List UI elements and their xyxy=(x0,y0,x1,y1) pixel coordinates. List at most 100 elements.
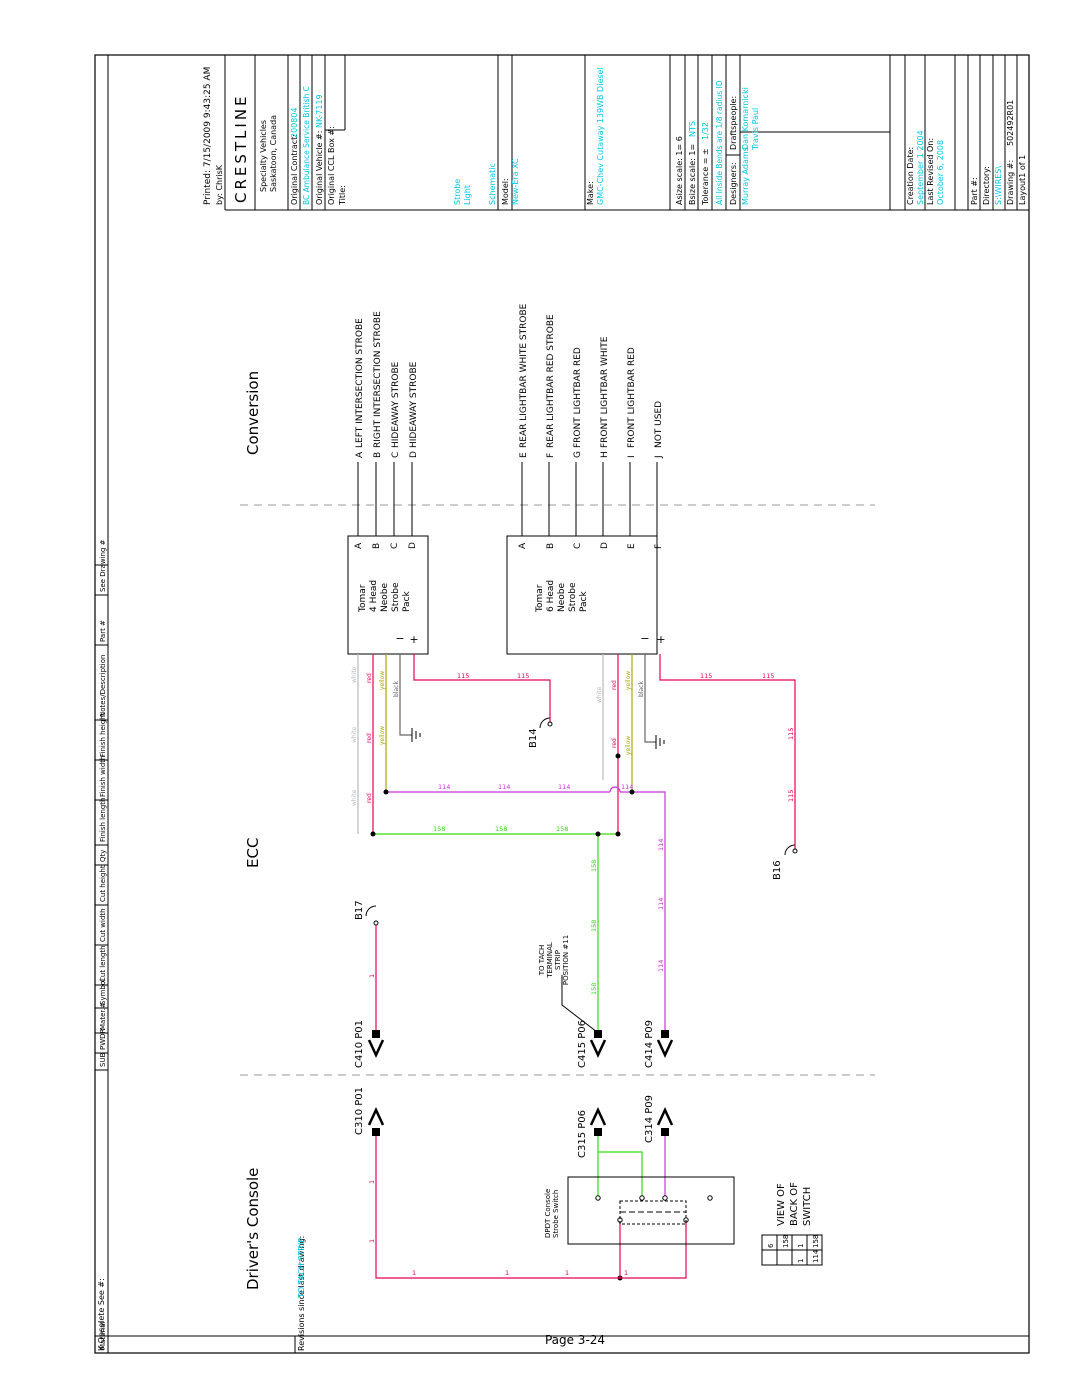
printed-by: by: ChrisK xyxy=(215,164,224,205)
lbl-white-1: white xyxy=(351,666,358,683)
connector-c315: C315 P06 xyxy=(577,1107,607,1158)
c414-label: C414 P09 xyxy=(644,1020,655,1068)
c315-label: C315 P06 xyxy=(577,1110,588,1158)
tach-line3: STRIP xyxy=(554,950,562,970)
out-label-h: FRONT LIGHTBAR WHITE xyxy=(600,336,610,448)
pack6-line2: 6 Head xyxy=(546,580,556,612)
tach-line2: TERMINAL xyxy=(546,942,554,979)
out-pin-g: G xyxy=(573,451,583,458)
pack4-pin-a: A xyxy=(354,542,364,549)
lbl-1-4: 1 xyxy=(412,1269,416,1277)
pack4-line5: Pack xyxy=(402,591,412,612)
tach-line1: TO TACH xyxy=(538,945,546,977)
header-col-12: Notes/Description xyxy=(99,655,107,717)
title-label: Title: xyxy=(338,185,347,206)
out-pin-i: I xyxy=(627,455,637,458)
header-col-6: Cut width xyxy=(99,908,107,942)
view-line3: SWITCH xyxy=(802,1187,813,1226)
lbl-yellow-1: yellow xyxy=(379,671,386,690)
breaker-b16: B16 xyxy=(772,844,798,880)
lbl-yellow-5: yellow xyxy=(625,736,632,755)
out-label-g: FRONT LIGHTBAR RED xyxy=(573,347,583,448)
pack6-line1: Tomar xyxy=(535,584,545,613)
pack4-line3: Neobe xyxy=(380,583,390,612)
lbl-1-6: 1 xyxy=(565,1269,569,1277)
header-col-3: Mater.# xyxy=(99,1002,107,1030)
company-line1: Specialty Vehicles xyxy=(259,120,268,192)
tolerance-label: Tolerance = ± xyxy=(701,148,710,206)
layout-label: Layout1 of 1 xyxy=(1018,155,1027,205)
title-line3: Schematic xyxy=(488,163,497,205)
pack6-line5: Pack xyxy=(579,591,589,612)
ground-icon xyxy=(411,728,421,742)
footer-obsolete: If Obsolete See #: xyxy=(97,1278,106,1351)
svg-text:−: − xyxy=(395,632,404,645)
out-label-b: RIGHT INTERSECTION STROBE xyxy=(373,311,383,448)
title-block: Printed: 7/15/2009 9:43:25 AM by: ChrisK… xyxy=(203,55,1029,211)
pack4-pin-c: C xyxy=(390,543,400,549)
section-ecc: ECC xyxy=(244,838,262,868)
connector-c410: C410 P01 xyxy=(354,1020,385,1068)
header-col-13: Part # xyxy=(99,620,107,642)
lbl-red-3: red xyxy=(366,793,373,803)
make-label: Make: xyxy=(586,181,595,205)
contract-sub: BC Ambulance Service British C xyxy=(302,86,311,205)
c310-label: C310 P01 xyxy=(354,1087,365,1135)
designers-value: Murray Adams xyxy=(741,147,750,205)
svg-text:+: + xyxy=(409,633,418,646)
connector-c310: C310 P01 xyxy=(354,1087,385,1136)
lbl-114-1: 114 xyxy=(438,783,450,791)
lbl-158-5: 158 xyxy=(590,920,598,932)
ccl-label: Original CCL Box #: xyxy=(327,126,336,205)
header-col-11: Finish height xyxy=(99,712,107,757)
c314-label: C314 P09 xyxy=(644,1095,655,1143)
lbl-158-1: 158 xyxy=(433,825,445,833)
title-line2: Light xyxy=(463,185,472,205)
breaker-b17: B17 xyxy=(354,900,379,926)
section-conversion: Conversion xyxy=(244,371,262,455)
model-label: Model: xyxy=(501,178,510,205)
footer-revision-text: TO TACH STRIP xyxy=(297,1238,306,1299)
lbl-158-6: 158 xyxy=(590,983,598,995)
lbl-158-2: 158 xyxy=(495,825,507,833)
header-col-14: See Drawing # xyxy=(99,539,107,592)
bsize-value: NTS xyxy=(688,121,697,137)
lbl-114-6: 114 xyxy=(657,898,665,910)
b16-label: B16 xyxy=(772,860,783,880)
vehicle-label: Original Vehicle #: xyxy=(315,131,324,205)
out-pin-c: C xyxy=(391,452,401,458)
out-pin-e: E xyxy=(519,452,529,458)
vehicle-value: NK-7119 xyxy=(315,94,324,128)
switch-back-view: 6 158 1 114 1 158 VIEW OF BACK OF SWITCH xyxy=(761,1182,823,1266)
page-label: Page 3-24 xyxy=(545,1333,605,1347)
output-labels: A LEFT INTERSECTION STROBE B RIGHT INTER… xyxy=(355,303,664,459)
pack6-pin-b: B xyxy=(546,543,556,549)
lbl-114-2: 114 xyxy=(498,783,510,791)
pack6-pin-c: C xyxy=(573,543,583,549)
lbl-white-4: white xyxy=(596,686,603,703)
out-label-f: REAR LIGHTBAR RED STROBE xyxy=(546,314,556,448)
drafts1: Dan Komarnicki xyxy=(741,87,750,150)
lbl-red-4: red xyxy=(611,680,618,690)
header-col-5: Cut length xyxy=(99,945,107,982)
svg-text:+: + xyxy=(656,633,665,646)
make-value: GMC-Chev Cutaway 139WB Diesel xyxy=(596,67,605,205)
lbl-1-2: 1 xyxy=(368,1180,376,1184)
tolerance-value: 1/32 xyxy=(701,122,710,140)
lbl-black-4: black xyxy=(638,681,645,697)
lbl-115-5: 115 xyxy=(787,728,795,740)
out-pin-b: B xyxy=(373,452,383,458)
drawing-label: Drawing #: xyxy=(1006,160,1015,205)
lbl-115-1: 115 xyxy=(457,672,469,680)
company-logo: CRESTLINE xyxy=(232,93,250,203)
pack4-pin-d: D xyxy=(408,542,418,549)
pack4-pin-b: B xyxy=(372,543,382,549)
revised-label: Last Revised On: xyxy=(926,138,935,205)
lbl-yellow-4: yellow xyxy=(625,671,632,690)
section-drivers-console: Driver's Console xyxy=(244,1168,262,1290)
bends-note: All Inside Bends are 1/8 radius ID xyxy=(715,80,724,205)
pack6-line4: Strobe xyxy=(568,582,578,612)
ground-icon xyxy=(655,735,665,749)
lbl-white-3: white xyxy=(351,789,358,806)
